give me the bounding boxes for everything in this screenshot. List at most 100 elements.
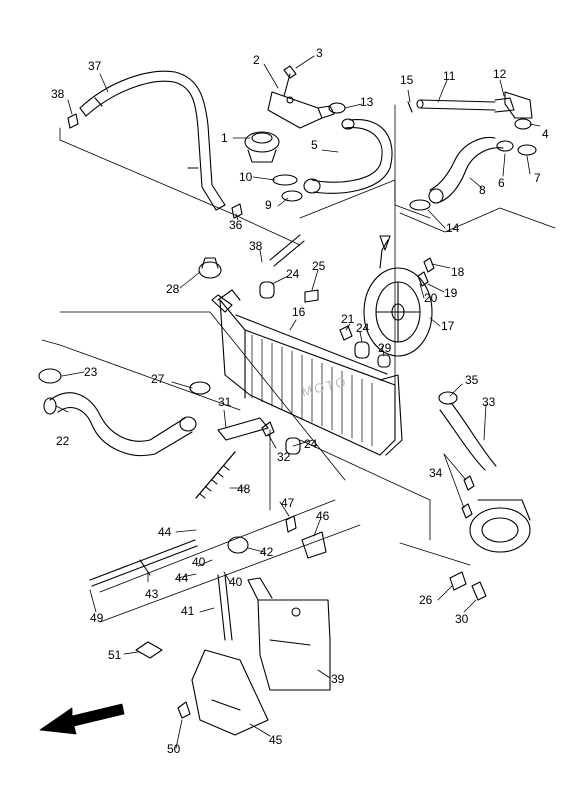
callout-51: 51: [108, 648, 122, 662]
callout-7: 7: [534, 171, 541, 185]
callout-26: 26: [419, 593, 433, 607]
bracket-46: [301, 531, 327, 559]
callout-34: 34: [429, 466, 443, 480]
clamp-27: [189, 381, 211, 395]
callout-41: 41: [181, 604, 195, 618]
callout-29: 29: [378, 341, 392, 355]
callout-33: 33: [482, 395, 496, 409]
grommet-24-mid: [354, 341, 370, 359]
clamp-4: [514, 118, 532, 130]
callout-5: 5: [311, 138, 318, 152]
callout-21: 21: [341, 312, 355, 326]
callout-14: 14: [446, 221, 460, 235]
callout-27: 27: [151, 372, 165, 386]
callout-25: 25: [312, 259, 326, 273]
pipe-38-mid: [269, 234, 305, 267]
callout-2: 2: [253, 53, 260, 67]
radiator-cap-28: [198, 257, 222, 279]
clamp-14: [409, 199, 431, 211]
clamp-6-7: [496, 140, 537, 156]
callout-42: 42: [260, 545, 274, 559]
callout-38b: 38: [249, 239, 263, 253]
front-arrow-icon: [39, 703, 125, 735]
group-outlines: [41, 104, 556, 623]
callout-35: 35: [465, 373, 479, 387]
clamp-23: [38, 368, 62, 384]
callout-20: 20: [424, 291, 438, 305]
callout-39: 39: [331, 672, 345, 686]
thermostat-1: [244, 131, 280, 163]
clamp-10: [272, 174, 298, 186]
callout-32: 32: [277, 450, 291, 464]
callout-24b: 24: [356, 321, 370, 335]
callout-36: 36: [229, 218, 243, 232]
callout-22: 22: [56, 434, 70, 448]
bolt-50: [177, 701, 191, 719]
clamp-9: [281, 190, 303, 202]
hose-5: [303, 118, 393, 194]
callout-8: 8: [479, 183, 486, 197]
clamp-35: [438, 391, 458, 405]
fitting-12: [504, 91, 533, 119]
callout-10: 10: [239, 170, 253, 184]
bolt-30: [471, 581, 487, 601]
clip-36: [231, 203, 243, 219]
fan-assembly-17: [363, 239, 433, 357]
bolt-3: [283, 65, 297, 97]
oil-cooler: [469, 499, 531, 553]
callout-17: 17: [441, 319, 455, 333]
clip-38-top: [67, 113, 79, 129]
filler-neck: [211, 294, 233, 313]
temp-sensor: [379, 235, 391, 251]
bolt-26: [449, 571, 467, 591]
callout-24c: 24: [304, 437, 318, 451]
callout-3: 3: [316, 46, 323, 60]
hose-8: [428, 136, 504, 204]
grommet-24-bot: [285, 437, 301, 455]
fan-bolts-18-20: [417, 257, 435, 287]
callout-12: 12: [493, 67, 507, 81]
callout-44a: 44: [158, 525, 172, 539]
nut-21: [339, 325, 353, 341]
pipe-11: [416, 97, 515, 113]
callout-23: 23: [84, 365, 98, 379]
hose-37: [79, 70, 226, 211]
callout-50: 50: [167, 742, 181, 756]
radiator-core: [217, 289, 403, 456]
callout-40b: 40: [229, 575, 243, 589]
callout-15: 15: [400, 73, 414, 87]
callout-47: 47: [281, 496, 295, 510]
bolt-47: [285, 515, 297, 533]
callout-44b: 44: [175, 571, 189, 585]
clip-51: [135, 641, 163, 659]
callout-13: 13: [360, 95, 374, 109]
callout-49: 49: [90, 611, 104, 625]
callout-9: 9: [265, 198, 272, 212]
callout-37: 37: [88, 59, 102, 73]
callout-43: 43: [145, 587, 159, 601]
callout-1: 1: [221, 131, 228, 145]
collar-25: [304, 289, 319, 303]
bolt-15: [407, 101, 413, 113]
hose-33: [439, 403, 497, 471]
callout-48: 48: [237, 482, 251, 496]
callout-24a: 24: [286, 267, 300, 281]
bolt-34: [461, 475, 475, 519]
bolt-32: [261, 421, 275, 437]
callout-4: 4: [542, 127, 549, 141]
bracket-31: [217, 417, 269, 441]
callout-31: 31: [218, 395, 232, 409]
callout-30: 30: [455, 612, 469, 626]
callout-28: 28: [166, 282, 180, 296]
grommet-24-top: [259, 281, 275, 299]
callout-16: 16: [292, 305, 306, 319]
cap-42: [227, 536, 249, 554]
callout-6: 6: [498, 176, 505, 190]
callout-46: 46: [316, 509, 330, 523]
cover-45: [191, 649, 269, 736]
reservoir-39: [247, 577, 331, 691]
hose-41: [217, 574, 233, 641]
grommet-29: [377, 354, 391, 368]
